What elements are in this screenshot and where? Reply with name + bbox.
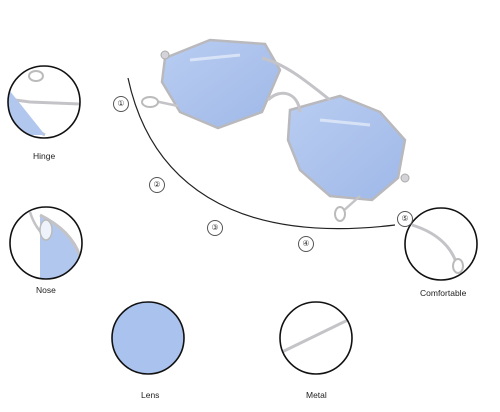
- marker-4: ④: [298, 236, 314, 252]
- label-metal: Metal: [306, 390, 327, 400]
- label-nose: Nose: [36, 285, 56, 295]
- guide-arc: [127, 77, 396, 230]
- sunglasses: [141, 38, 410, 222]
- nose-detail: [9, 206, 83, 280]
- lens-detail: [111, 301, 185, 375]
- comfortable-detail: [404, 207, 478, 281]
- right-lens: [286, 94, 407, 202]
- label-lens: Lens: [141, 390, 160, 400]
- hinge-detail: [7, 65, 81, 139]
- nose-bridge: [266, 91, 302, 113]
- left-lens: [160, 38, 282, 130]
- marker-3: ③: [207, 220, 223, 236]
- top-bar: [261, 56, 331, 102]
- metal-detail: [279, 301, 353, 375]
- label-comfortable: Comfortable: [420, 288, 467, 298]
- marker-5: ⑤: [397, 211, 413, 227]
- label-hinge: Hinge: [33, 151, 56, 161]
- marker-2: ②: [149, 177, 165, 193]
- marker-1: ①: [113, 96, 129, 112]
- right-temple: [341, 195, 361, 213]
